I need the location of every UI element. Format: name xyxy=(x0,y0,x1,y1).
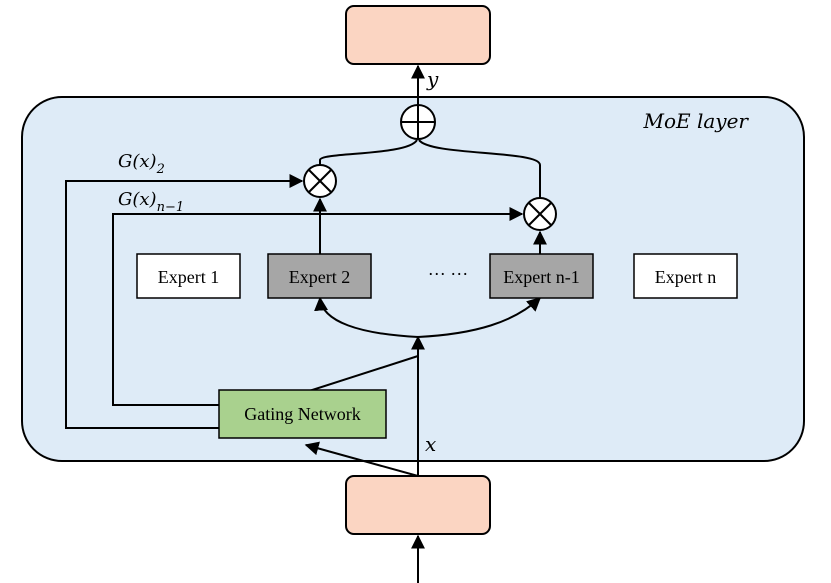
output-label: y xyxy=(426,67,439,91)
sum-node-icon xyxy=(400,104,436,140)
expert-label-n: Expert n xyxy=(655,267,716,287)
expert-split-right xyxy=(417,297,542,338)
expert-label-n-1: Expert n-1 xyxy=(503,267,579,287)
expert-split-left xyxy=(314,296,419,338)
moe-layer-label: MoE layer xyxy=(643,109,750,133)
left-to-sum-line xyxy=(319,139,418,165)
x-to-gating-line xyxy=(305,355,419,393)
x-to-gating-arrow xyxy=(304,441,419,477)
multiply-node-left-icon xyxy=(303,164,337,198)
expert-ellipsis: ··· ··· xyxy=(428,264,468,284)
input-label: x xyxy=(425,432,436,456)
input-block xyxy=(345,475,491,535)
expert-box-n xyxy=(633,253,738,299)
expert-box-n-1 xyxy=(489,253,594,299)
expert-label-2: Expert 2 xyxy=(289,267,350,287)
gating-network-box xyxy=(218,389,387,439)
expert-label-1: Expert 1 xyxy=(158,267,219,287)
right-to-sum-line xyxy=(418,139,541,198)
output-block xyxy=(345,5,491,65)
multiply-node-right-icon xyxy=(523,197,557,231)
gate-2-label: G(x)2 xyxy=(118,151,165,177)
moe-layer-container xyxy=(21,96,805,462)
expert-box-2 xyxy=(267,253,372,299)
expert-box-1 xyxy=(136,253,241,299)
gating-network-label: Gating Network xyxy=(244,404,360,424)
gate-2-line xyxy=(65,174,304,429)
gate-n-1-line xyxy=(112,207,524,406)
gate-n-1-label: G(x)n−1 xyxy=(118,189,184,215)
